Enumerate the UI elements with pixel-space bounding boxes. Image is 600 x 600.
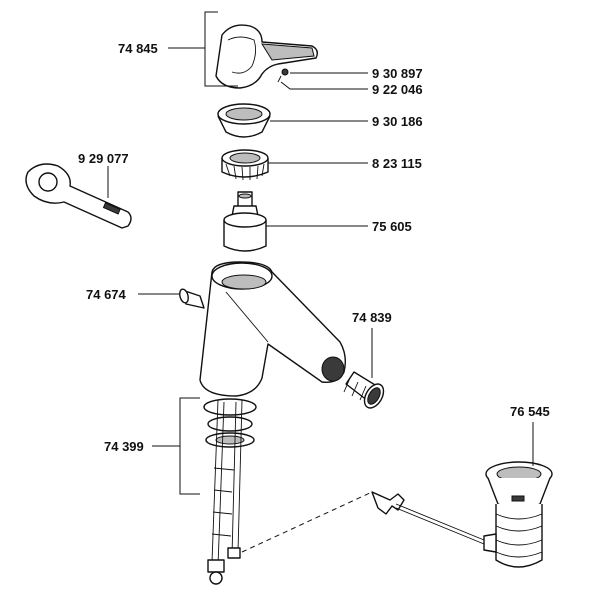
hose-connector [179, 288, 205, 309]
service-wrench [25, 163, 132, 229]
label-handle-lever: 74 845 [118, 41, 158, 56]
label-aerator: 74 839 [352, 310, 392, 325]
mixer-body [199, 261, 347, 397]
label-hose-connector: 74 674 [86, 287, 127, 302]
label-wrench: 9 29 077 [78, 151, 129, 166]
label-mounting-set: 74 399 [104, 439, 144, 454]
screw-part [277, 68, 289, 83]
mounting-set [203, 398, 257, 585]
handle-lever [215, 24, 319, 89]
cartridge [223, 191, 267, 252]
popup-rod [371, 491, 485, 545]
label-cover-ring: 9 30 186 [372, 114, 423, 129]
label-waste-set: 76 545 [510, 404, 550, 419]
label-threaded-ring: 8 23 115 [372, 156, 422, 171]
handle-bracket [204, 11, 238, 87]
cover-ring [217, 103, 271, 138]
mounting-bracket [179, 397, 200, 495]
aerator [343, 371, 385, 409]
threaded-ring [221, 149, 269, 181]
label-screw: 9 30 897 [372, 66, 423, 81]
waste-set [483, 461, 553, 568]
label-cartridge: 75 605 [372, 219, 412, 234]
label-plug: 9 22 046 [372, 82, 423, 97]
linkage-dashed-line [241, 491, 373, 553]
